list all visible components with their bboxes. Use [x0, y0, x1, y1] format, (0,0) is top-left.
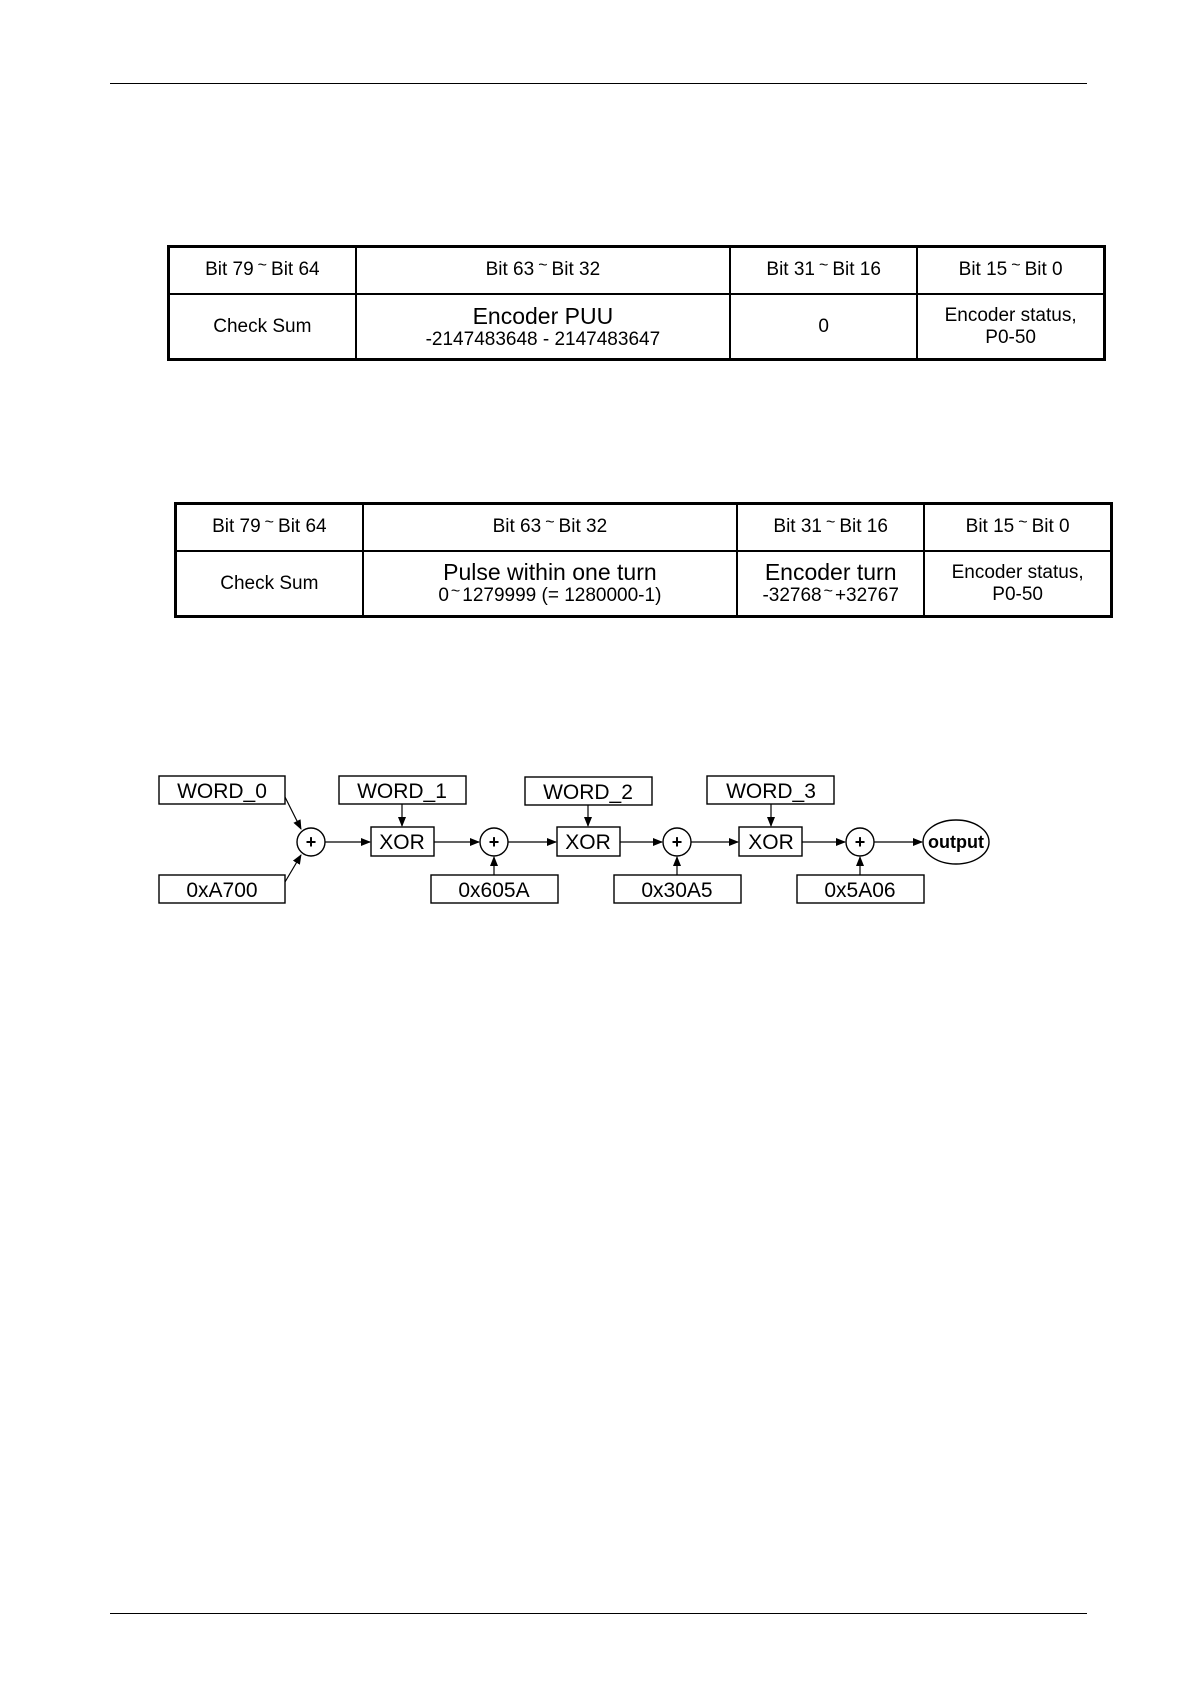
- table-header-row: Bit 79~Bit 64 Bit 63~Bit 32 Bit 31~Bit 1…: [174, 502, 1113, 552]
- cell-encoder-puu: Encoder PUU -2147483648 - 2147483647: [354, 293, 732, 361]
- header-bit15-0: Bit 15~Bit 0: [916, 245, 1106, 295]
- header-bit63-32: Bit 63~Bit 32: [361, 502, 739, 552]
- table-row: Check Sum Encoder PUU -2147483648 - 2147…: [167, 293, 1106, 361]
- pulse-range: 0~1279999 (= 1280000-1): [438, 583, 662, 606]
- header-rule: [110, 83, 1087, 84]
- cell-encoder-status: Encoder status, P0-50: [923, 550, 1113, 618]
- cell-encoder-status: Encoder status, P0-50: [916, 293, 1106, 361]
- word2-label: WORD_2: [543, 781, 633, 804]
- header-bit63-32: Bit 63~Bit 32: [354, 245, 732, 295]
- const-a700-label: 0xA700: [186, 879, 257, 902]
- const-605a-label: 0x605A: [458, 879, 529, 902]
- pulse-title: Pulse within one turn: [443, 559, 657, 585]
- cell-encoder-turn: Encoder turn -32768~+32767: [736, 550, 926, 618]
- xor-label-3: XOR: [748, 831, 794, 854]
- word1-label: WORD_1: [357, 780, 447, 803]
- adder-plus-4: +: [855, 832, 866, 852]
- xor-label-2: XOR: [565, 831, 611, 854]
- bit-layout-table-pulse: Bit 79~Bit 64 Bit 63~Bit 32 Bit 31~Bit 1…: [174, 502, 1113, 618]
- const-5a06-label: 0x5A06: [824, 879, 895, 902]
- cell-zero: 0: [729, 293, 919, 361]
- header-bit15-0: Bit 15~Bit 0: [923, 502, 1113, 552]
- puu-title: Encoder PUU: [472, 302, 614, 329]
- adder-plus-3: +: [672, 832, 683, 852]
- header-bit31-16: Bit 31~Bit 16: [729, 245, 919, 295]
- header-bit79-64: Bit 79~Bit 64: [167, 245, 357, 295]
- word3-label: WORD_3: [726, 780, 816, 803]
- adder-plus-2: +: [489, 832, 500, 852]
- bit-layout-table-puu: Bit 79~Bit 64 Bit 63~Bit 32 Bit 31~Bit 1…: [167, 245, 1106, 361]
- xor-label-1: XOR: [379, 831, 425, 854]
- header-bit79-64: Bit 79~Bit 64: [174, 502, 364, 552]
- const-30a5-label: 0x30A5: [641, 879, 712, 902]
- output-label: output: [928, 832, 984, 852]
- flow-arrows: [284, 796, 923, 883]
- turn-title: Encoder turn: [764, 559, 897, 585]
- checksum-flow-diagram: WORD_0 WORD_1 WORD_2 WORD_3 0xA700 0x605…: [158, 775, 990, 904]
- footer-rule: [110, 1613, 1087, 1614]
- puu-range: -2147483648 - 2147483647: [425, 328, 661, 350]
- const-a700-box: [158, 874, 286, 904]
- word0-label: WORD_0: [177, 780, 267, 803]
- output-node: [922, 819, 990, 865]
- table-header-row: Bit 79~Bit 64 Bit 63~Bit 32 Bit 31~Bit 1…: [167, 245, 1106, 295]
- adder-plus-1: +: [306, 832, 317, 852]
- word0-box: [158, 775, 286, 805]
- cell-pulse-within-turn: Pulse within one turn 0~1279999 (= 12800…: [361, 550, 739, 618]
- header-bit31-16: Bit 31~Bit 16: [736, 502, 926, 552]
- cell-checksum: Check Sum: [167, 293, 357, 361]
- turn-range: -32768~+32767: [762, 583, 899, 606]
- cell-checksum: Check Sum: [174, 550, 364, 618]
- table-row: Check Sum Pulse within one turn 0~127999…: [174, 550, 1113, 618]
